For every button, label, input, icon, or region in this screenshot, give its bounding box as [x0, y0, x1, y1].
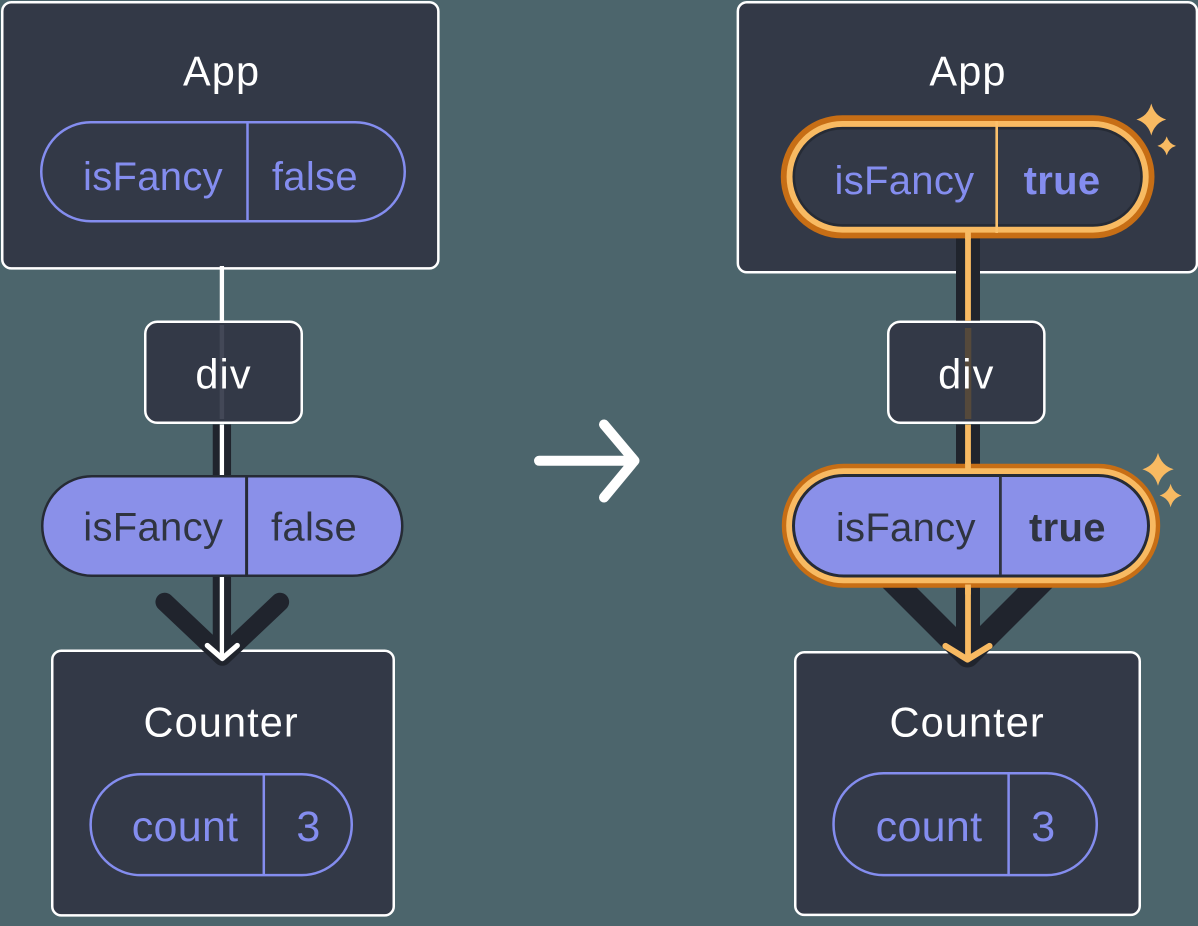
- svg-text:false: false: [272, 155, 358, 199]
- svg-text:false: false: [271, 506, 357, 550]
- svg-text:count: count: [876, 803, 983, 851]
- svg-text:App: App: [929, 48, 1006, 95]
- svg-text:div: div: [195, 351, 251, 398]
- svg-text:count: count: [132, 803, 239, 851]
- svg-text:isFancy: isFancy: [83, 506, 223, 550]
- svg-text:true: true: [1024, 159, 1101, 203]
- svg-text:isFancy: isFancy: [835, 159, 975, 203]
- svg-text:3: 3: [1031, 803, 1055, 851]
- svg-text:3: 3: [296, 803, 320, 851]
- svg-text:Counter: Counter: [890, 699, 1045, 746]
- svg-text:div: div: [938, 351, 994, 398]
- svg-text:true: true: [1029, 506, 1106, 550]
- svg-text:App: App: [183, 48, 260, 95]
- svg-text:isFancy: isFancy: [836, 506, 976, 550]
- svg-text:Counter: Counter: [144, 699, 299, 746]
- svg-text:isFancy: isFancy: [83, 155, 223, 199]
